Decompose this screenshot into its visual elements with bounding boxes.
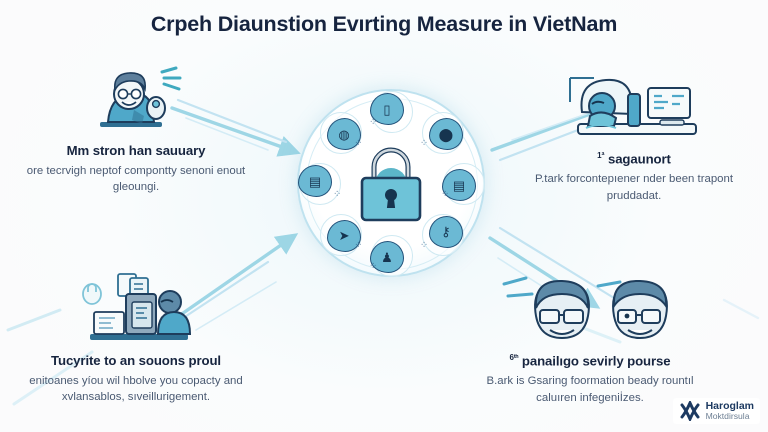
hub-node-glyph: ⚷ [441, 224, 451, 240]
shield-node-icon[interactable]: ⬤ [428, 118, 463, 151]
quadrant-heading: 6ᵗʰ panailıgo sevirly pourse [456, 353, 724, 368]
quadrant-body: ore tecrvigh neptof compontty senoni eno… [26, 165, 246, 194]
quadrant-bottom-left: Tucyrite to an souons proul enitoanes yí… [2, 272, 270, 405]
user-node-icon[interactable]: ♟ [370, 241, 404, 273]
monitor-node-icon[interactable]: ▤ [442, 169, 476, 201]
hub-node-glyph: ♟ [381, 249, 393, 265]
hub-node-shape [442, 169, 476, 201]
key-node-icon[interactable]: ⚷ [428, 215, 463, 248]
brand-logo-text: Haroglam Moktdirsula [706, 401, 754, 420]
hub-node-accent-icon: ⁘ [354, 138, 363, 150]
hub-node-glyph: ▯ [383, 101, 391, 117]
cursor-node-icon[interactable]: ➤ [327, 219, 362, 252]
hub-node-glyph: ⬤ [438, 126, 454, 142]
quadrant-top-right: 1ª sagaunort P.tark forcontepıener nder … [500, 70, 768, 204]
quadrant-heading-sup: 6ᵗʰ [509, 353, 519, 362]
quadrant-heading: Mm stron han sauuary [66, 143, 206, 158]
hub-node-glyph: ▤ [308, 173, 322, 189]
fingerprint-node-icon[interactable]: ◍ [327, 118, 362, 151]
quadrant-bottom-right: 6ᵗʰ panailıgo sevirly pourse B.ark is Gs… [456, 272, 724, 406]
quadrant-body: P.tark forcontepıener nder been trapont … [535, 173, 733, 202]
quadrant-heading-sup: 1ª [597, 151, 605, 160]
hub-node-accent-icon: ⁘ [419, 239, 429, 251]
hub-node-shape [428, 215, 463, 248]
hub-node-shape [298, 165, 332, 197]
two-faces-with-glasses-illustration [456, 272, 724, 344]
hub-node-glyph: ➤ [338, 228, 350, 244]
brand-tagline: Moktdirsula [705, 410, 750, 421]
person-with-megaphone-illustration [2, 62, 270, 134]
hub-node-glyph: ▤ [452, 177, 466, 193]
battery-node-icon[interactable]: ▯ [370, 93, 404, 125]
quadrant-body: enitoanes yíou wil hbolve you copacty an… [29, 375, 243, 404]
hub-node-accent-icon: ⁘ [333, 189, 342, 200]
padlock-icon [360, 147, 422, 222]
hub-node-accent-icon: ⁘ [369, 261, 378, 272]
brand-name: Haroglam [705, 400, 754, 413]
butterfly-mark-icon [680, 401, 700, 421]
person-at-desk-with-monitor-illustration [500, 70, 768, 142]
hub-node-accent-icon: ⁘ [369, 117, 378, 128]
brand-logo: Haroglam Moktdirsula [672, 398, 760, 424]
person-at-computer-with-documents-illustration [2, 272, 270, 344]
quadrant-top-left: Mm stron han sauuary ore tecrvigh neptof… [2, 62, 270, 195]
hub-node-shape [327, 118, 362, 151]
hub-node-shape [327, 219, 362, 252]
quadrant-body: B.ark is Gsaring foormation beady rountı… [486, 375, 694, 404]
quadrant-heading-text: panailıgo sevirly pourse [521, 353, 671, 369]
hub-node-accent-icon: ⁘ [419, 138, 429, 150]
quadrant-heading: 1ª sagaunort [500, 151, 768, 166]
hub-node-accent-icon: ⁘ [354, 239, 363, 251]
page-title: Crpeh Diaunstion Evırting Measure in Vie… [150, 12, 618, 36]
quadrant-heading-text: sagaunort [607, 151, 671, 167]
hub-node-accent-icon: ⁘ [441, 189, 450, 200]
hub-node-shape [370, 241, 404, 273]
hub-node-shape [428, 118, 463, 151]
hub-node-shape [370, 93, 404, 125]
central-hub: ▯⁘⬤⁘▤⁘⚷⁘♟⁘➤⁘▤⁘◍⁘ [297, 89, 485, 277]
hub-node-glyph: ◍ [338, 126, 350, 142]
quadrant-heading: Tucyrite to an souons proul [51, 353, 221, 368]
document-node-icon[interactable]: ▤ [298, 165, 332, 197]
